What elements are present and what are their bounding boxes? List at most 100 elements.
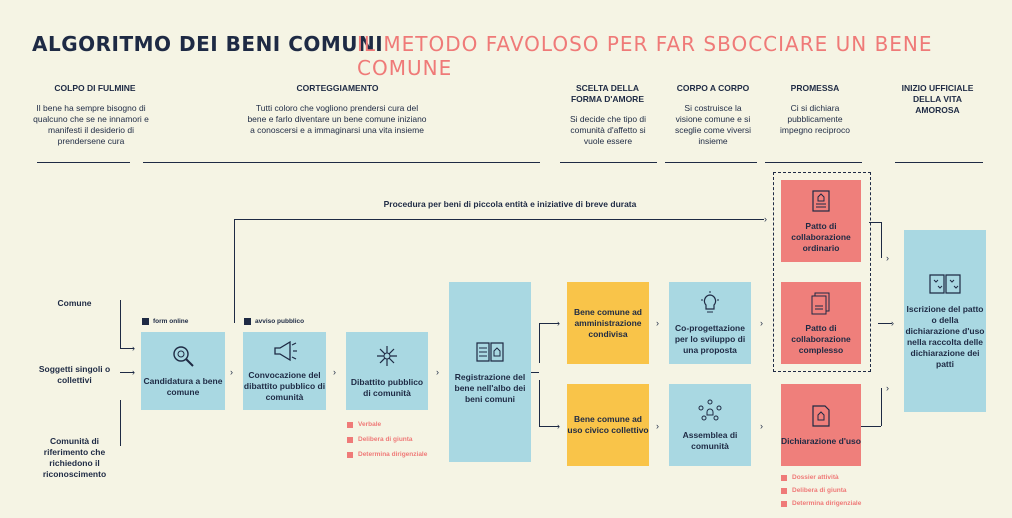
doc-delibera-2-label: Delibera di giunta bbox=[792, 487, 847, 494]
fork-line-bottom bbox=[539, 426, 559, 427]
box-candidatura-label: Candidatura a bene comune bbox=[143, 376, 223, 397]
doc-dossier: Dossier attività bbox=[781, 474, 839, 481]
arrow-7: › bbox=[760, 421, 763, 431]
doc-determina: Determina dirigenziale bbox=[347, 451, 427, 458]
doc-verbale-label: Verbale bbox=[358, 421, 382, 428]
box-patto-complesso-label: Patto di collaborazione complesso bbox=[791, 322, 851, 355]
conn-3b bbox=[881, 388, 882, 426]
arrow-3: › bbox=[436, 367, 439, 377]
source-comune: Comune bbox=[57, 298, 92, 308]
document-icon bbox=[812, 189, 830, 212]
box-dichiarazione-label: Dichiarazione d'uso bbox=[781, 435, 861, 446]
shortcut-line-v bbox=[234, 219, 235, 323]
box-iscrizione: Iscrizione del patto o della dichiarazio… bbox=[904, 230, 986, 412]
arrow-10: › bbox=[886, 383, 889, 393]
lightbulb-icon bbox=[701, 290, 719, 312]
doc-determina-label: Determina dirigenziale bbox=[358, 451, 428, 458]
phase-bracket-4 bbox=[665, 162, 757, 169]
subtitle: IL METODO FAVOLOSO PER FAR SBOCCIARE UN … bbox=[357, 32, 933, 80]
tag-form-label: form online bbox=[153, 318, 189, 325]
phase-desc-1: Il bene ha sempre bisogno di qualcuno ch… bbox=[33, 103, 149, 146]
tag-avviso-label: avviso pubblico bbox=[255, 318, 305, 325]
phase-desc-2: Tutti coloro che vogliono prendersi cura… bbox=[247, 103, 427, 135]
box-patto-complesso: Patto di collaborazione complesso bbox=[781, 282, 861, 364]
arrow-9: › bbox=[891, 318, 894, 328]
open-book-icon bbox=[929, 274, 961, 294]
conn-1b bbox=[881, 222, 882, 258]
phase-desc-5: Ci si dichiara pubblicamente impegno rec… bbox=[780, 103, 850, 135]
source-arrow-2: › bbox=[132, 367, 135, 377]
box-uso-civico: Bene comune ad uso civico collettivo bbox=[567, 384, 649, 466]
box-amministrazione-label: Bene comune ad amministrazione condivisa bbox=[573, 306, 643, 339]
arrow-5: › bbox=[656, 421, 659, 431]
box-registrazione-label: Registrazione del bene nell'albo dei ben… bbox=[454, 371, 526, 404]
megaphone-icon bbox=[273, 340, 297, 361]
box-amministrazione: Bene comune ad amministrazione condivisa bbox=[567, 282, 649, 364]
fork-line-h bbox=[531, 372, 539, 373]
sparkle-icon bbox=[377, 346, 397, 366]
doc-delibera-label: Delibera di giunta bbox=[358, 436, 413, 443]
arrow-4: › bbox=[656, 318, 659, 328]
doc-determina-2: Determina dirigenziale bbox=[781, 500, 861, 507]
doc-dossier-label: Dossier attività bbox=[792, 474, 839, 481]
book-icon bbox=[476, 341, 504, 362]
fork-line-up bbox=[539, 323, 540, 363]
arrow-top: › bbox=[557, 318, 560, 328]
phase-bracket-5 bbox=[765, 162, 862, 169]
phase-bracket-3 bbox=[560, 162, 657, 169]
source-line-1 bbox=[120, 300, 122, 348]
shortcut-line-h bbox=[234, 219, 764, 220]
documents-stack-icon bbox=[811, 292, 830, 314]
phase-desc-3: Si decide che tipo di comunità d'affetto… bbox=[569, 114, 647, 146]
box-registrazione: Registrazione del bene nell'albo dei ben… bbox=[449, 282, 531, 462]
tag-form-online: form online bbox=[142, 318, 188, 325]
fork-line-top bbox=[539, 323, 559, 324]
search-icon bbox=[173, 346, 194, 367]
box-assemblea-label: Assemblea di comunità bbox=[682, 430, 738, 451]
phase-title-5: PROMESSA bbox=[790, 83, 840, 93]
fork-line-down bbox=[539, 380, 540, 426]
phase-title-4: CORPO A CORPO bbox=[676, 83, 750, 93]
phase-desc-4: Si costruisce la visione comune e si sce… bbox=[674, 103, 752, 146]
phase-bracket-6 bbox=[895, 162, 983, 169]
box-uso-civico-label: Bene comune ad uso civico collettivo bbox=[567, 414, 649, 435]
patti-group bbox=[773, 172, 871, 372]
doc-determina-2-label: Determina dirigenziale bbox=[792, 500, 862, 507]
main-title: ALGORITMO DEI BENI COMUNI bbox=[32, 32, 384, 56]
arrow-bottom: › bbox=[557, 421, 560, 431]
box-assemblea: Assemblea di comunità bbox=[669, 384, 751, 466]
box-patto-ordinario-label: Patto di collaborazione ordinario bbox=[791, 220, 851, 253]
community-icon bbox=[698, 399, 722, 421]
source-line-1h bbox=[120, 348, 134, 349]
source-line-3 bbox=[120, 400, 121, 446]
phase-title-2: CORTEGGIAMENTO bbox=[296, 83, 379, 93]
box-dichiarazione: Dichiarazione d'uso bbox=[781, 384, 861, 466]
phase-bracket-1 bbox=[37, 162, 130, 169]
tag-avviso-pubblico: avviso pubblico bbox=[244, 318, 304, 325]
arrow-8: › bbox=[886, 253, 889, 263]
arrow-2: › bbox=[333, 367, 336, 377]
box-convocazione: Convocazione del dibattito pubblico di c… bbox=[243, 332, 326, 410]
phase-title-6: INIZIO UFFICIALE DELLA VITA AMOROSA bbox=[901, 83, 974, 115]
box-patto-ordinario: Patto di collaborazione ordinario bbox=[781, 180, 861, 262]
conn-2 bbox=[878, 323, 892, 324]
doc-delibera: Delibera di giunta bbox=[347, 436, 413, 443]
conn-1a bbox=[869, 222, 881, 223]
box-convocazione-label: Convocazione del dibattito pubblico di c… bbox=[243, 369, 326, 402]
box-iscrizione-label: Iscrizione del patto o della dichiarazio… bbox=[905, 304, 985, 369]
source-line-2 bbox=[120, 372, 134, 373]
signed-document-icon bbox=[812, 404, 830, 427]
box-candidatura: Candidatura a bene comune bbox=[141, 332, 225, 410]
arrow-6: › bbox=[760, 318, 763, 328]
box-coprogettazione: Co-progettazione per lo sviluppo di una … bbox=[669, 282, 751, 364]
source-soggetti: Soggetti singoli o collettivi bbox=[38, 364, 111, 385]
source-arrow-1: › bbox=[132, 343, 135, 353]
phase-title-1: COLPO DI FULMINE bbox=[54, 83, 136, 93]
source-comunita: Comunità di riferimento che richiedono i… bbox=[42, 436, 107, 479]
phase-title-3: SCELTA DELLA FORMA D'AMORE bbox=[570, 83, 644, 104]
shortcut-arrow: › bbox=[764, 214, 767, 224]
phase-bracket-2 bbox=[143, 162, 540, 169]
doc-delibera-2: Delibera di giunta bbox=[781, 487, 847, 494]
shortcut-label: Procedura per beni di piccola entità e i… bbox=[383, 199, 637, 209]
conn-3a bbox=[861, 426, 881, 427]
